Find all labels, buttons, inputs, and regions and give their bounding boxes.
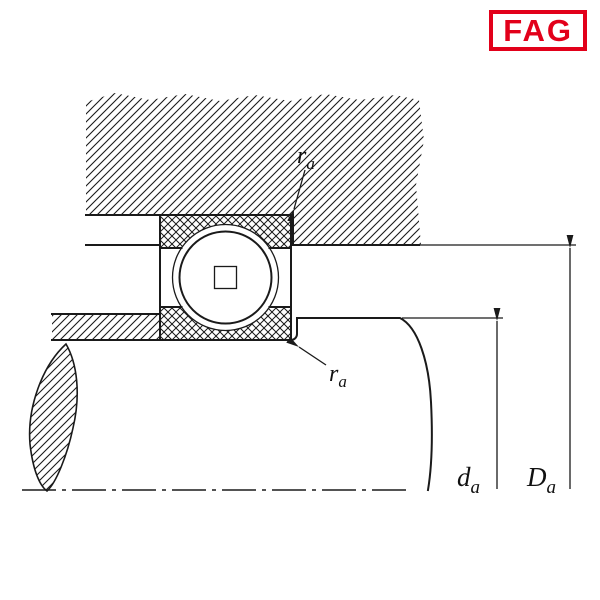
ra-top-leader-arrow xyxy=(287,169,306,223)
shaft-break-section xyxy=(28,342,78,493)
fag-logo-text: FAG xyxy=(503,13,573,48)
ball-center-mark xyxy=(213,265,238,290)
fag-logo: FAG xyxy=(489,10,587,51)
shaft-shoulder-contour xyxy=(289,317,433,492)
bearing-cross-section xyxy=(159,214,292,341)
Da-label: Da xyxy=(526,462,556,498)
da-label: da xyxy=(457,462,480,498)
ball xyxy=(178,230,273,325)
ra-bottom-label: ra xyxy=(329,361,347,391)
raceway-groove-circle xyxy=(171,223,280,332)
ra-bottom-leader-arrow xyxy=(286,336,327,366)
shaft-abutment-hatch xyxy=(52,314,160,340)
ra-top-label: ra xyxy=(297,143,315,173)
bearing-outline xyxy=(159,214,292,341)
shaft-abutment xyxy=(51,313,161,341)
housing-section-hatch xyxy=(86,93,424,245)
